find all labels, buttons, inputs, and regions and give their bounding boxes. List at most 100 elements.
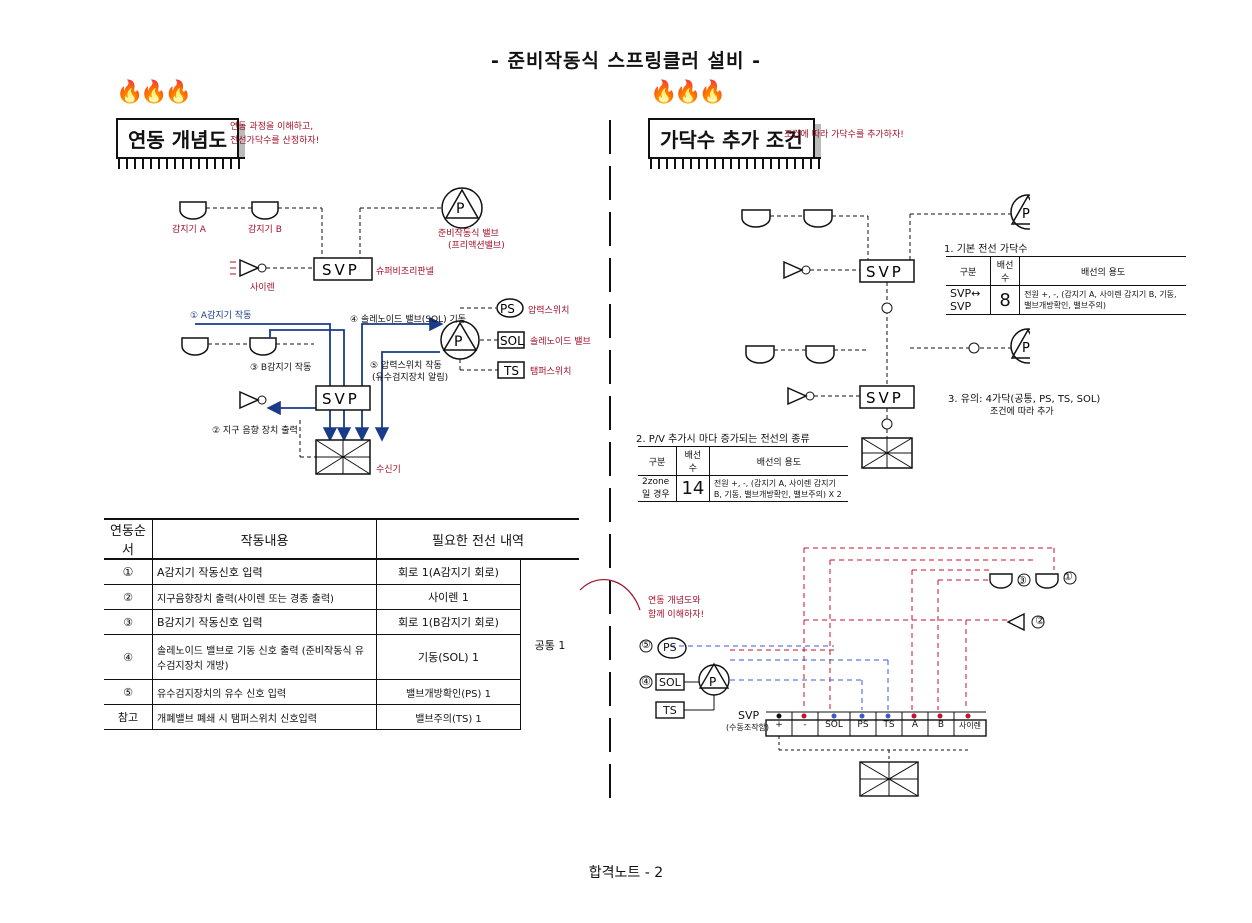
base-wire-table: 구분 배선수 배선의 용도 SVP↔ SVP 8 전원 +, -, (감지기 A…	[946, 256, 1186, 315]
num5-label: ⑤	[641, 638, 651, 651]
preaction-valve-icon: P	[1010, 194, 1030, 230]
note-line: 연동 과정을 이해하고,	[230, 122, 314, 132]
table-header: 구분	[946, 256, 991, 286]
detector-icon	[745, 345, 775, 364]
detector-icon	[1035, 573, 1059, 589]
svg-text:TS: TS	[503, 364, 519, 378]
table-row: 참고 개폐밸브 폐쇄 시 탬퍼스위치 신호입력 밸브주의(TS) 1	[104, 704, 579, 730]
svg-text:SVP: SVP	[866, 389, 904, 407]
row-wire: 회로 1(B감지기 회로)	[376, 609, 521, 635]
terminal-label: B	[937, 720, 945, 730]
heading-stripe	[118, 157, 245, 169]
terminal-label: PS	[857, 720, 869, 730]
note-line: 함께 이해하자!	[648, 610, 705, 620]
receiver-label: 수신기	[376, 465, 401, 475]
table-row: ④ 솔레노이드 밸브로 기동 신호 출력 (준비작동식 유수검지장치 개방) 기…	[104, 634, 579, 680]
terminal-label: 사이렌	[958, 721, 982, 730]
row-key: 2zone 일 경우	[638, 475, 677, 502]
step4-label: ④ 솔레노이드 밸브(SOL) 기동	[350, 315, 467, 325]
note-line: 전선가닥수를 산정하자!	[230, 136, 320, 146]
svg-text:P: P	[709, 675, 716, 689]
terminal-label: TS	[883, 720, 895, 730]
num3-label: ③	[1017, 574, 1027, 587]
ts-note: 탬퍼스위치	[530, 367, 572, 377]
svg-text:PS: PS	[500, 302, 515, 316]
table-row: ② 지구음향장치 출력(사이렌 또는 경종 출력) 사이렌 1	[104, 584, 579, 610]
num4-label: ④	[641, 675, 651, 688]
interlock-sequence-table: 연동순서 작동내용 필요한 전선 내역 ① A감지기 작동신호 입력 회로 1(…	[104, 518, 579, 730]
table-header: 배선수	[676, 446, 710, 476]
row-action: 개폐밸브 폐쇄 시 탬퍼스위치 신호입력	[152, 704, 377, 730]
detector-b-label: 감지기 B	[248, 225, 282, 235]
item3-sub: 조건에 따라 추가	[990, 407, 1054, 417]
table-header: 연동순서	[104, 518, 153, 560]
row-wire: 회로 1(A감지기 회로)	[376, 559, 521, 585]
right-heading-note: 조건에 따라 가닥수를 추가하자!	[784, 130, 904, 140]
table-header: 작동내용	[152, 518, 377, 560]
detector-icon	[803, 209, 833, 228]
left-heading-note: 연동 과정을 이해하고, 전선가닥수를 산정하자!	[230, 120, 319, 148]
row-number: ③	[104, 609, 153, 635]
terminal-labels: + - SOL PS TS A B 사이렌	[766, 720, 986, 736]
detector-icon	[181, 337, 209, 356]
terminal-label: +	[775, 720, 783, 730]
wiring-diagram: P	[579, 547, 1077, 797]
row-wire: 사이렌 1	[376, 584, 521, 610]
row-count: 14	[676, 475, 710, 502]
svg-text:P: P	[1022, 341, 1030, 356]
receiver-icon	[861, 437, 913, 469]
terminal-label: SOL	[825, 720, 843, 730]
row-wire: 밸브주의(TS) 1	[376, 704, 521, 730]
svg-text:P: P	[1022, 207, 1030, 222]
table-header: 구분	[638, 446, 677, 476]
row-action: B감지기 작동신호 입력	[152, 609, 377, 635]
valve-sublabel: (프리액션밸브)	[448, 241, 505, 251]
zone-wire-table: 구분 배선수 배선의 용도 2zone 일 경우 14 전원 +, -, (감지…	[638, 446, 848, 502]
table-row: ① A감지기 작동신호 입력 회로 1(A감지기 회로) 공통 1	[104, 559, 579, 652]
row-number: 참고	[104, 704, 153, 730]
svp-caption: SVP	[738, 709, 760, 722]
page-footer: 합격노트 - 2	[588, 865, 664, 881]
preaction-valve-icon: P	[441, 187, 483, 229]
step3-label: ③ B감지기 작동	[250, 363, 312, 373]
page-title: - 준비작동식 스프링클러 설비 -	[491, 50, 761, 72]
table-header: 배선수	[990, 256, 1021, 286]
row-action: 솔레노이드 밸브로 기동 신호 출력 (준비작동식 유수검지장치 개방)	[152, 634, 377, 680]
note-line: 연동 개념도와	[648, 596, 701, 606]
left-heading-text: 연동 개념도	[128, 128, 227, 152]
row-action: A감지기 작동신호 입력	[152, 559, 377, 585]
siren-icon	[230, 258, 267, 278]
svg-text:SOL: SOL	[500, 334, 524, 348]
siren-icon	[1006, 612, 1045, 632]
fire-icon: 🔥🔥🔥	[116, 80, 192, 105]
step5-label: ⑤ 압력스위치 작동	[370, 361, 442, 371]
item3-title: 3. 유의: 4가닥(공통, PS, TS, SOL)	[948, 394, 1101, 405]
siren-icon	[783, 260, 811, 280]
item2-title: 2. P/V 추가시 마다 증가되는 전선의 종류	[636, 434, 810, 445]
row-wire: 밸브개방확인(PS) 1	[376, 679, 521, 705]
detector-a-label: 감지기 A	[172, 225, 206, 235]
detector-a-icon	[179, 201, 207, 220]
row-wire: 기동(SOL) 1	[376, 634, 521, 680]
table-header: 배선의 용도	[1019, 256, 1186, 286]
pressure-switch-icon: PS	[496, 298, 524, 318]
detector-icon	[249, 337, 277, 356]
detector-icon	[805, 345, 835, 364]
wiring-note: 연동 개념도와 함께 이해하자!	[648, 594, 704, 622]
ps-note: 압력스위치	[528, 306, 570, 316]
siren-icon	[239, 390, 267, 410]
row-action: 유수검지장치의 유수 신호 입력	[152, 679, 377, 705]
row-key: SVP↔ SVP	[946, 285, 991, 315]
table-row: ③ B감지기 작동신호 입력 회로 1(B감지기 회로)	[104, 609, 579, 635]
right-diagram: P SVP P SVP	[741, 194, 1030, 469]
row-number: ①	[122, 565, 134, 579]
row-number: ⑤	[104, 679, 153, 705]
sol-note: 솔레노이드 밸브	[530, 337, 591, 347]
sol-label: SOL	[659, 676, 681, 689]
item1-title: 1. 기본 전선 가닥수	[944, 244, 1028, 255]
valve-label: 준비작동식 밸브	[438, 229, 499, 239]
svg-text:SVP: SVP	[322, 261, 360, 279]
step1-label: ① A감지기 작동	[190, 311, 252, 321]
svp-caption2: (수동조작함)	[726, 723, 770, 732]
ps-label: PS	[663, 641, 677, 654]
